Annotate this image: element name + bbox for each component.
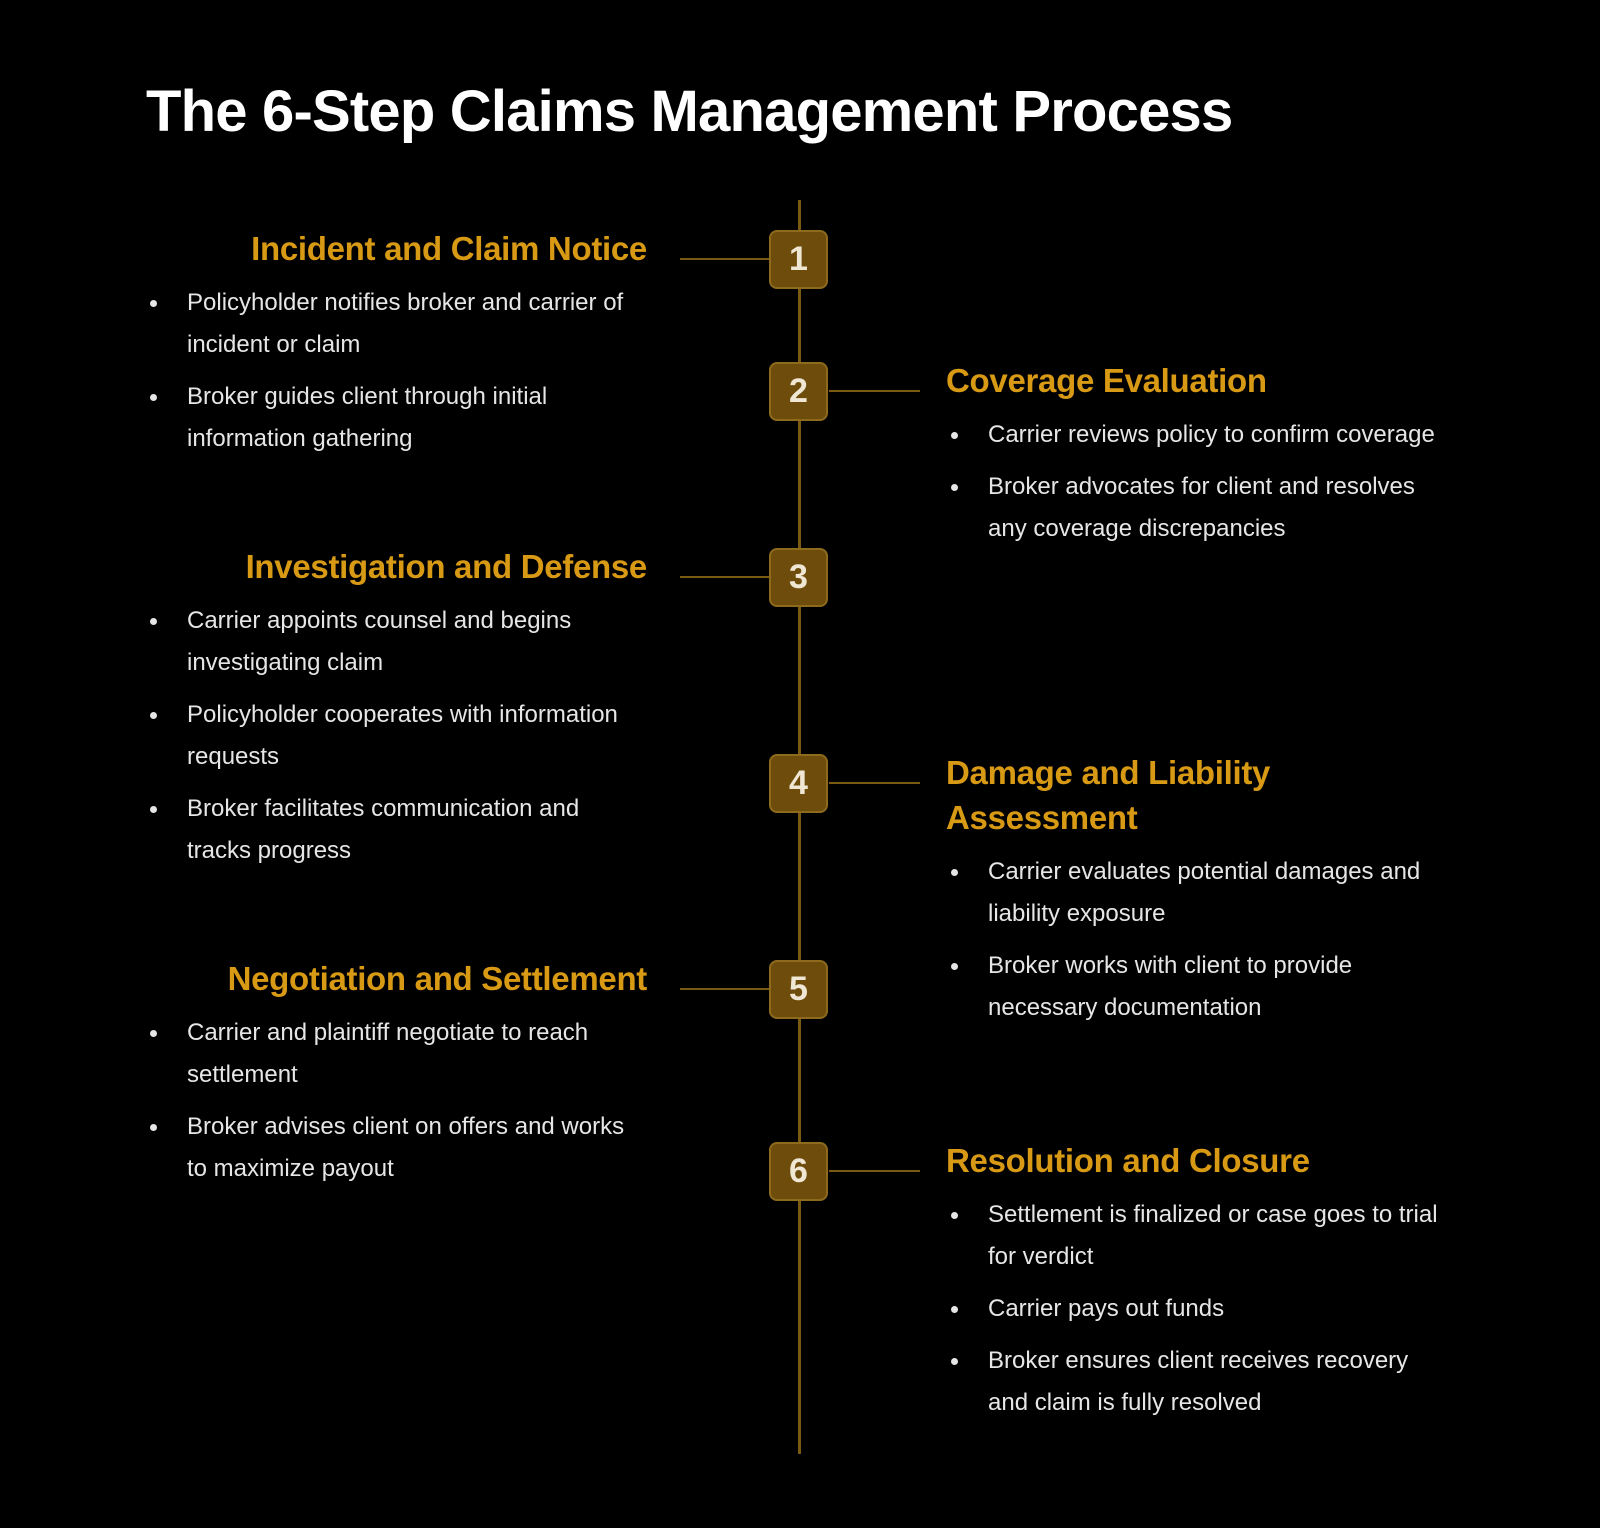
step-4-bullets: Carrier evaluates potential damages and … xyxy=(946,851,1446,1029)
step-5-badge: 5 xyxy=(769,960,828,1019)
bullet-item: Broker advocates for client and resolves… xyxy=(946,466,1446,550)
step-6-connector xyxy=(829,1170,920,1172)
step-6-title: Resolution and Closure xyxy=(946,1142,1310,1179)
step-1: Incident and Claim Notice Policyholder n… xyxy=(145,226,647,470)
step-1-connector xyxy=(680,258,770,260)
step-1-badge: 1 xyxy=(769,230,828,289)
bullet-item: Broker ensures client receives recovery … xyxy=(946,1340,1446,1424)
step-3: Investigation and Defense Carrier appoin… xyxy=(145,544,647,882)
step-4-badge: 4 xyxy=(769,754,828,813)
step-3-connector xyxy=(680,576,770,578)
step-5-connector xyxy=(680,988,770,990)
page-title: The 6-Step Claims Management Process xyxy=(146,79,1233,144)
step-2: Coverage Evaluation Carrier reviews poli… xyxy=(946,358,1446,560)
step-2-bullets: Carrier reviews policy to confirm covera… xyxy=(946,414,1446,550)
step-4-title: Damage and Liability Assessment xyxy=(946,754,1271,836)
bullet-item: Carrier appoints counsel and begins inve… xyxy=(145,600,647,684)
bullet-item: Policyholder notifies broker and carrier… xyxy=(145,282,647,366)
bullet-item: Carrier and plaintiff negotiate to reach… xyxy=(145,1012,647,1096)
bullet-item: Settlement is finalized or case goes to … xyxy=(946,1194,1446,1278)
step-4-connector xyxy=(829,782,920,784)
step-5: Negotiation and Settlement Carrier and p… xyxy=(145,956,647,1200)
bullet-item: Carrier reviews policy to confirm covera… xyxy=(946,414,1446,456)
step-6-badge: 6 xyxy=(769,1142,828,1201)
bullet-item: Broker guides client through initial inf… xyxy=(145,376,647,460)
bullet-item: Policyholder cooperates with information… xyxy=(145,694,647,778)
step-1-bullets: Policyholder notifies broker and carrier… xyxy=(145,282,647,460)
bullet-item: Broker works with client to provide nece… xyxy=(946,945,1446,1029)
step-6: Resolution and Closure Settlement is fin… xyxy=(946,1138,1446,1434)
step-3-bullets: Carrier appoints counsel and begins inve… xyxy=(145,600,647,872)
bullet-item: Broker advises client on offers and work… xyxy=(145,1106,647,1190)
step-2-title: Coverage Evaluation xyxy=(946,362,1267,399)
step-2-connector xyxy=(829,390,920,392)
step-1-title: Incident and Claim Notice xyxy=(251,230,647,267)
step-3-title: Investigation and Defense xyxy=(245,548,648,585)
timeline-line xyxy=(798,200,801,1454)
bullet-item: Broker facilitates communication and tra… xyxy=(145,788,647,872)
step-6-bullets: Settlement is finalized or case goes to … xyxy=(946,1194,1446,1424)
bullet-item: Carrier evaluates potential damages and … xyxy=(946,851,1446,935)
bullet-item: Carrier pays out funds xyxy=(946,1288,1446,1330)
step-5-title: Negotiation and Settlement xyxy=(227,960,648,997)
step-2-badge: 2 xyxy=(769,362,828,421)
step-3-badge: 3 xyxy=(769,548,828,607)
step-5-bullets: Carrier and plaintiff negotiate to reach… xyxy=(145,1012,647,1190)
step-4: Damage and Liability Assessment Carrier … xyxy=(946,750,1446,1039)
